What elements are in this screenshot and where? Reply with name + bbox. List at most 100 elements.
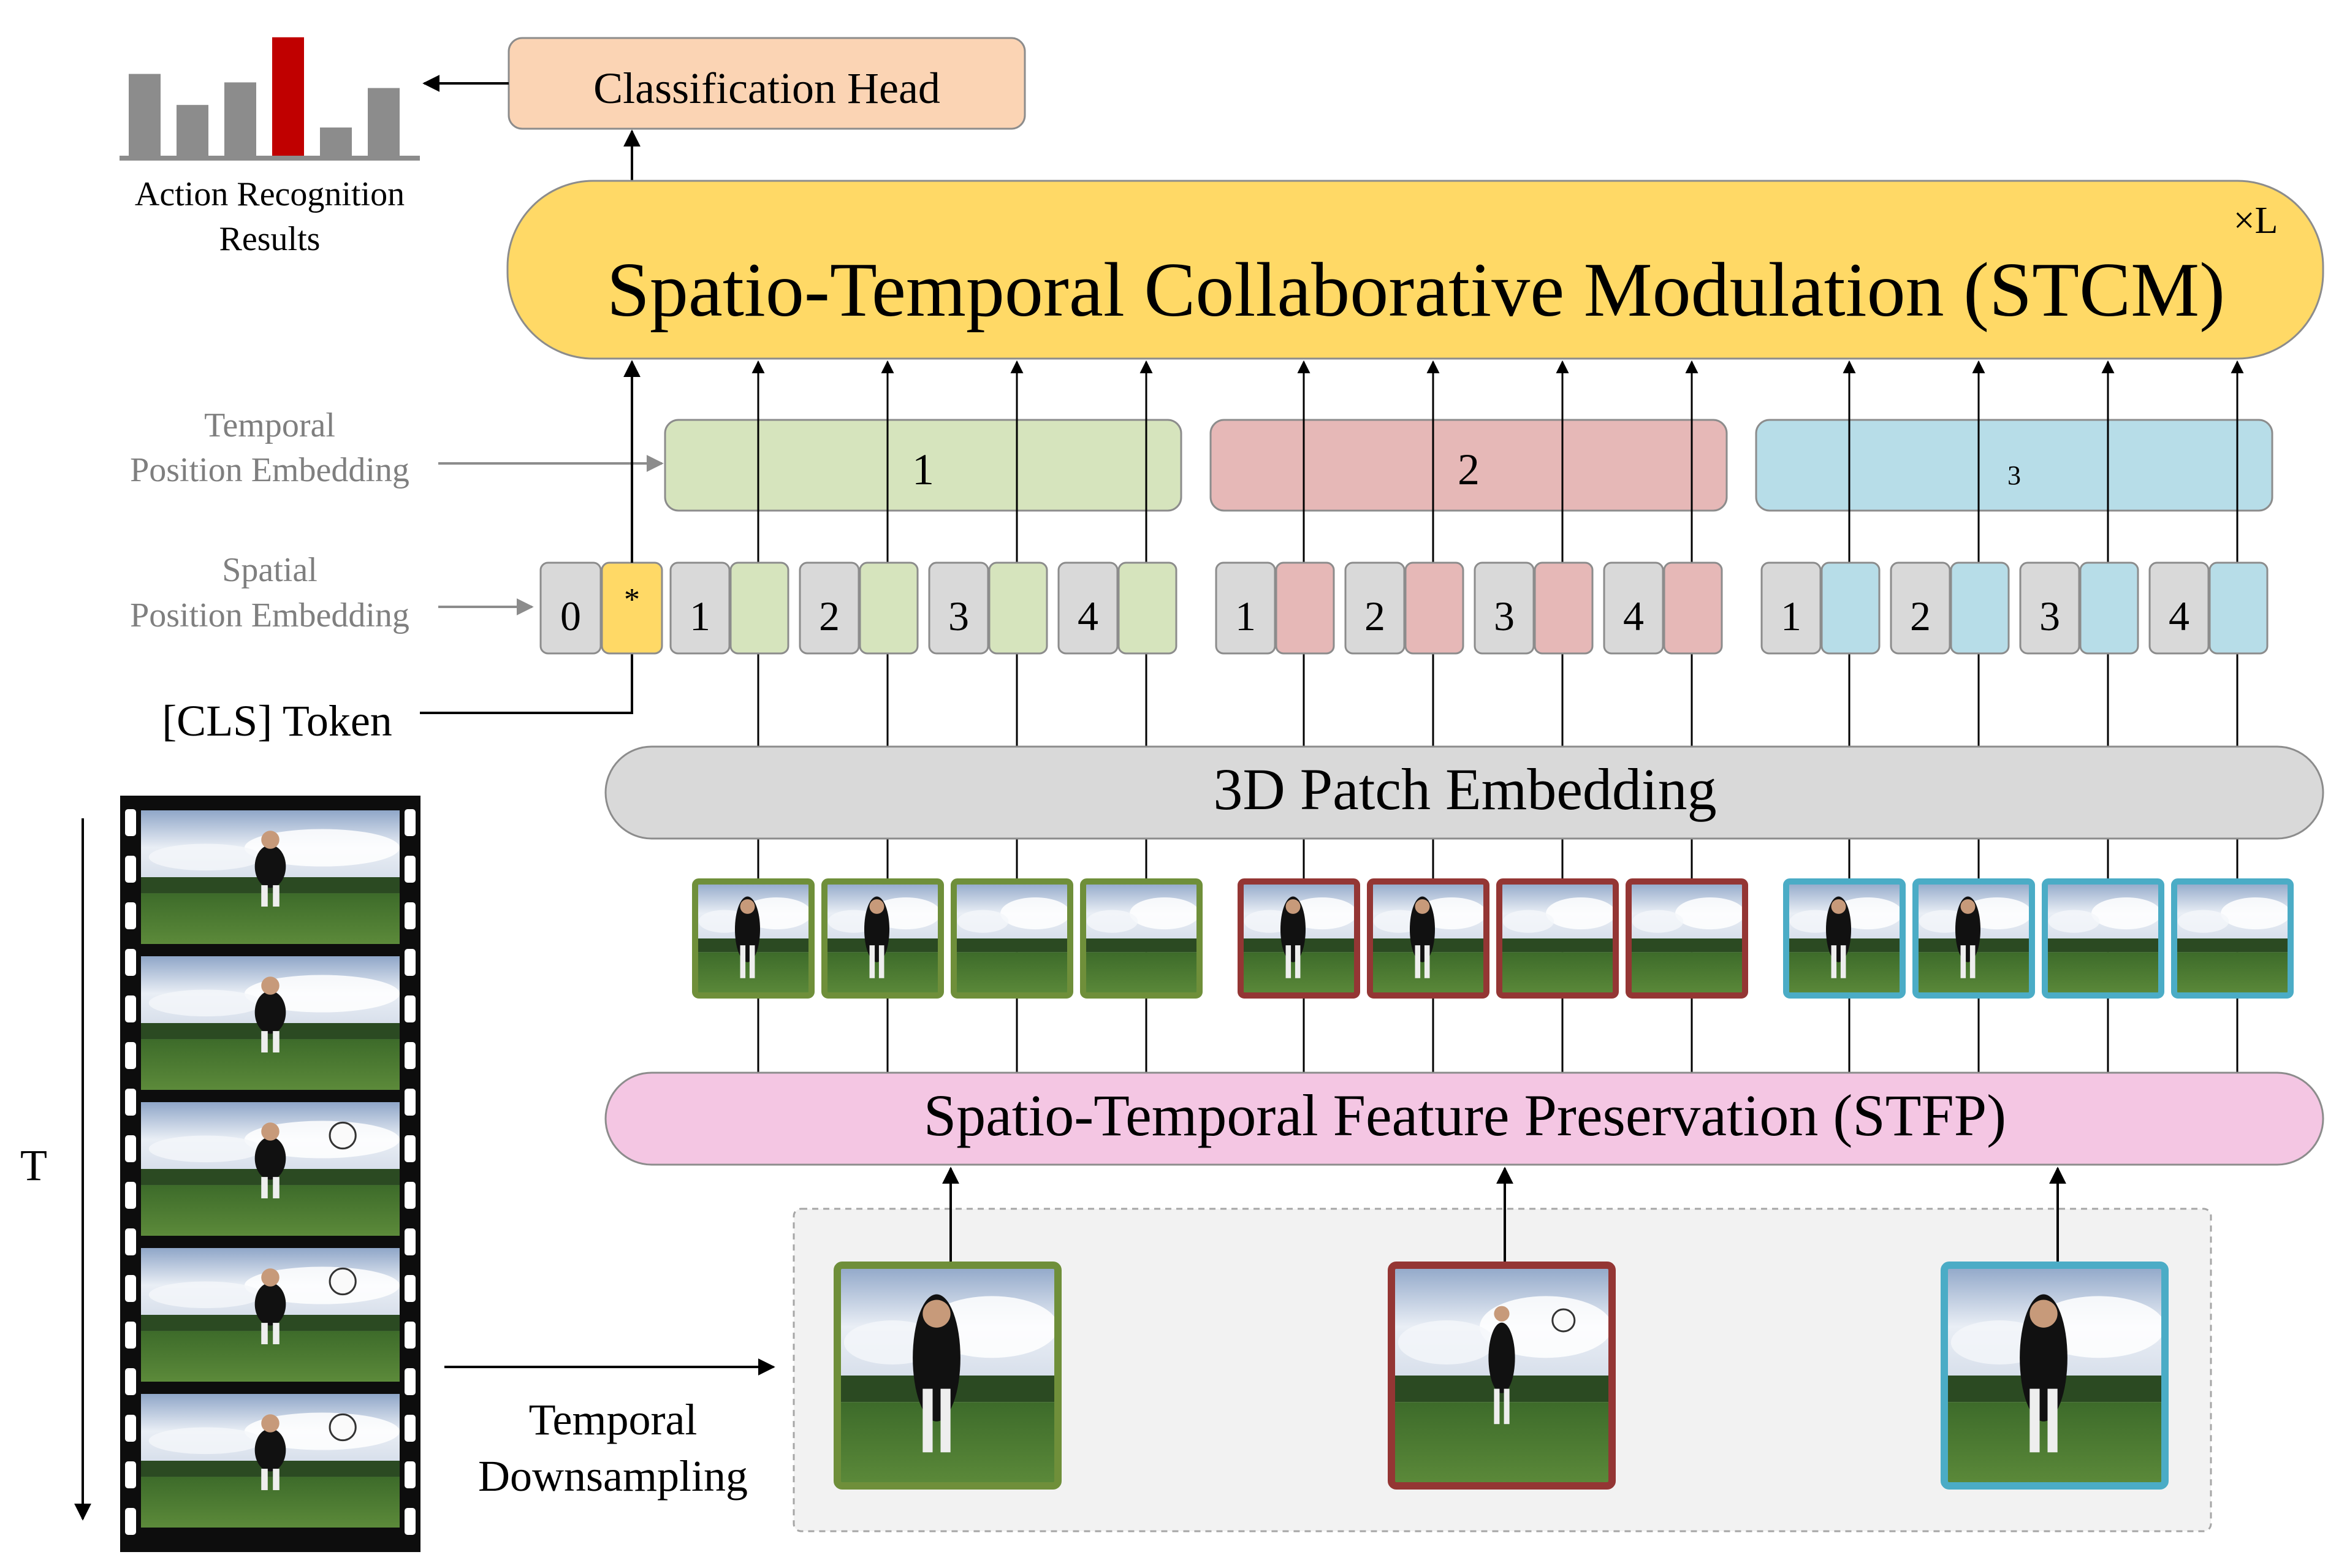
video-patch-image [695, 881, 812, 995]
video-patch-image [824, 881, 941, 995]
film-sprocket-hole [405, 1368, 416, 1395]
film-strip-frames [125, 809, 416, 1535]
film-sprocket-hole [125, 1228, 136, 1255]
video-patch-border [1912, 878, 2035, 999]
feature-token [859, 561, 919, 655]
feature-token [1663, 561, 1723, 655]
video-patch-image [1370, 881, 1486, 995]
film-sprocket-hole [405, 1415, 416, 1442]
video-patch-border [1496, 878, 1619, 999]
sampled-frame-image [1391, 1265, 1612, 1486]
spatial-index-token [1057, 561, 1119, 655]
feature-token [1534, 561, 1594, 655]
video-patch [1496, 878, 1619, 999]
results-label-line1: Action Recognition [135, 175, 405, 213]
spatial-index-label: 4 [1078, 593, 1098, 639]
film-sprocket-hole [405, 1322, 416, 1349]
feature-token [729, 561, 789, 655]
video-patch [2042, 878, 2164, 999]
video-patch [1783, 878, 1906, 999]
film-sprocket-hole [125, 1322, 136, 1349]
spatial-index-token [2148, 561, 2210, 655]
time-axis-label: T [20, 1141, 47, 1190]
spatial-index-token [669, 561, 731, 655]
film-sprocket-hole [125, 1042, 136, 1069]
film-sprocket-hole [405, 1042, 416, 1069]
downsampling-label-line1: Temporal [529, 1395, 698, 1444]
classification-head-label: Classification Head [593, 64, 940, 113]
film-frame [141, 1394, 400, 1528]
sampled-frame-image [837, 1265, 1058, 1486]
film-frame [141, 956, 400, 1090]
spatial-index-label: 4 [2169, 593, 2189, 639]
sampled-frame-border [1388, 1262, 1616, 1490]
feature-token [2208, 561, 2269, 655]
film-frame [141, 810, 400, 944]
video-patch [951, 878, 1073, 999]
result-bar [177, 105, 208, 156]
temporal-embedding-box [1209, 419, 1728, 512]
results-label-line2: Results [219, 220, 321, 258]
spatial-index-token [928, 561, 989, 655]
film-sprocket-hole [125, 1089, 136, 1116]
video-patch-image [2174, 881, 2291, 995]
video-patch [1367, 878, 1489, 999]
sampled-frames [834, 1166, 2169, 1490]
sampled-frame-border [1941, 1262, 2169, 1490]
spatial-index-token [799, 561, 860, 655]
result-bar-highlight [272, 37, 304, 156]
video-patch-border [821, 878, 944, 999]
film-sprocket-hole [405, 949, 416, 976]
film-sprocket-hole [405, 1508, 416, 1535]
film-sprocket-hole [125, 1368, 136, 1395]
video-patch [1912, 878, 2035, 999]
video-patch [1080, 878, 1203, 999]
film-sprocket-hole [125, 809, 136, 836]
temporal-embedding-label: 2 [1458, 445, 1480, 494]
stcm-label: Spatio-Temporal Collaborative Modulation… [607, 248, 2225, 333]
feature-token [988, 561, 1048, 655]
film-frame [141, 1248, 400, 1382]
spatial-index-label: 2 [819, 593, 840, 639]
film-sprocket-hole [125, 902, 136, 929]
spatial-index-label: 3 [948, 593, 969, 639]
sampled-frame-3 [1941, 1262, 2169, 1490]
film-sprocket-hole [405, 1461, 416, 1488]
film-sprocket-hole [125, 1415, 136, 1442]
spatial-index-token [1890, 561, 1951, 655]
film-sprocket-hole [125, 1182, 136, 1209]
results-bar-chart [129, 37, 400, 156]
film-sprocket-hole [405, 995, 416, 1022]
feature-token [2079, 561, 2139, 655]
spatial-index-token [1603, 561, 1664, 655]
sampled-frame-2 [1388, 1262, 1616, 1490]
video-patch [692, 878, 815, 999]
film-sprocket-hole [405, 1089, 416, 1116]
video-patch-image [1915, 881, 2032, 995]
feature-token [1404, 561, 1464, 655]
film-sprocket-hole [125, 949, 136, 976]
video-patch-image [1499, 881, 1616, 995]
film-sprocket-hole [405, 809, 416, 836]
video-patch-border [1626, 878, 1748, 999]
result-bar [320, 127, 352, 156]
temporal-pos-label-line1: Temporal [204, 406, 335, 444]
spatial-index-label: 3 [1494, 593, 1515, 639]
video-patch [2171, 878, 2294, 999]
spatial-index-token [1215, 561, 1276, 655]
video-patch [1626, 878, 1748, 999]
stfp-label: Spatio-Temporal Feature Preservation (ST… [924, 1083, 2006, 1148]
cls-token-symbol: * [624, 582, 640, 617]
stcm-block [506, 180, 2324, 360]
video-patch-image [1241, 881, 1357, 995]
spatial-pos-label-line1: Spatial [222, 551, 318, 589]
video-patch-image [2045, 881, 2161, 995]
video-patch-image [1786, 881, 1903, 995]
spatial-pos-label-line2: Position Embedding [130, 596, 409, 634]
result-bar [224, 82, 256, 156]
spatial-index-token [1344, 561, 1406, 655]
sampled-frame-border [834, 1262, 1062, 1490]
